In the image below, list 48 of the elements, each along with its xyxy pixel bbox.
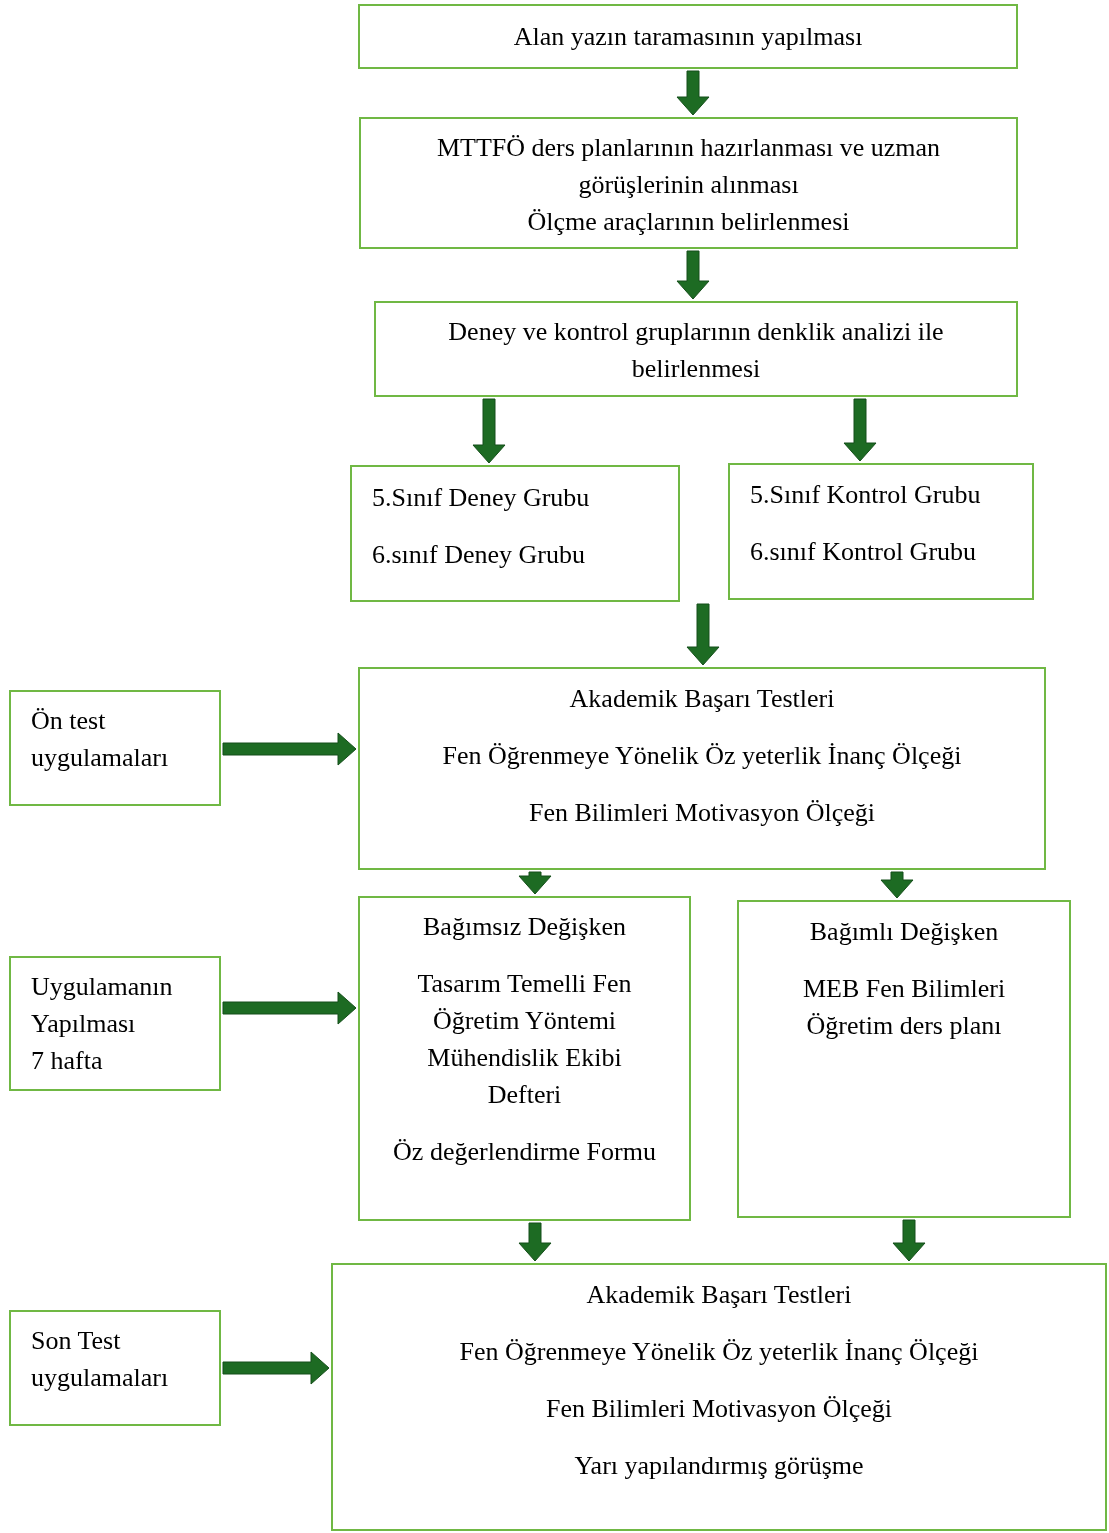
block-arrow xyxy=(472,398,506,464)
box-text: Bağımlı Değişken xyxy=(809,916,999,948)
process-box xyxy=(728,463,1034,600)
process-box xyxy=(331,1263,1107,1531)
block-arrow xyxy=(222,991,357,1025)
process-box xyxy=(737,900,1071,1218)
block-arrow xyxy=(676,70,710,116)
box-text: Yarı yapılandırmış görüşme xyxy=(574,1450,864,1482)
box-text: Akademik Başarı Testleri xyxy=(586,1279,852,1311)
box-text: Fen Öğrenmeye Yönelik Öz yeterlik İnanç Ölçeği xyxy=(442,740,962,772)
box-text: Bağımsız Değişken xyxy=(423,911,626,943)
process-box xyxy=(358,896,691,1221)
process-box xyxy=(359,117,1018,249)
box-text: 6.sınıf Deney Grubu xyxy=(372,539,585,571)
box-text: Öz değerlendirme Formu xyxy=(393,1136,656,1168)
box-text: Ön test uygulamaları xyxy=(31,705,170,774)
block-arrow xyxy=(518,871,552,895)
box-text: 5.Sınıf Deney Grubu xyxy=(372,482,590,514)
process-box xyxy=(374,301,1018,397)
box-text: Alan yazın taramasının yapılması xyxy=(513,21,863,53)
box-text: Akademik Başarı Testleri xyxy=(569,683,835,715)
box-text: Uygulamanın Yapılması xyxy=(31,971,174,1040)
process-box xyxy=(9,956,221,1091)
process-box xyxy=(9,690,221,806)
box-text: 7 hafta xyxy=(31,1045,103,1077)
block-arrow xyxy=(892,1219,926,1262)
process-box xyxy=(350,465,680,602)
box-text: MTTFÖ ders planlarının hazırlanması ve uzman görüşlerinin alınması xyxy=(435,132,942,201)
box-text: MEB Fen Bilimleri Öğretim ders planı xyxy=(801,973,1007,1042)
block-arrow xyxy=(880,871,914,899)
process-box xyxy=(358,667,1046,870)
box-text: Fen Bilimleri Motivasyon Ölçeği xyxy=(546,1393,892,1425)
box-text: 5.Sınıf Kontrol Grubu xyxy=(750,479,981,511)
block-arrow xyxy=(222,1351,330,1385)
box-text: Fen Öğrenmeye Yönelik Öz yeterlik İnanç Ölçeği xyxy=(459,1336,979,1368)
box-text: Ölçme araçlarının belirlenmesi xyxy=(527,206,850,238)
block-arrow xyxy=(518,1222,552,1262)
block-arrow xyxy=(222,732,357,766)
block-arrow xyxy=(843,398,877,462)
process-box xyxy=(9,1310,221,1426)
box-text: Deney ve kontrol gruplarının denklik analizi ile belirlenmesi xyxy=(447,316,945,385)
box-text: Tasarım Temelli Fen Öğretim Yöntemi Mühendislik Ekibi Defteri xyxy=(416,968,633,1111)
box-text: Fen Bilimleri Motivasyon Ölçeği xyxy=(529,797,875,829)
block-arrow xyxy=(686,603,720,666)
box-text: Son Test uygulamaları xyxy=(31,1325,170,1394)
process-box xyxy=(358,4,1018,69)
block-arrow xyxy=(676,250,710,300)
box-text: 6.sınıf Kontrol Grubu xyxy=(750,536,977,568)
